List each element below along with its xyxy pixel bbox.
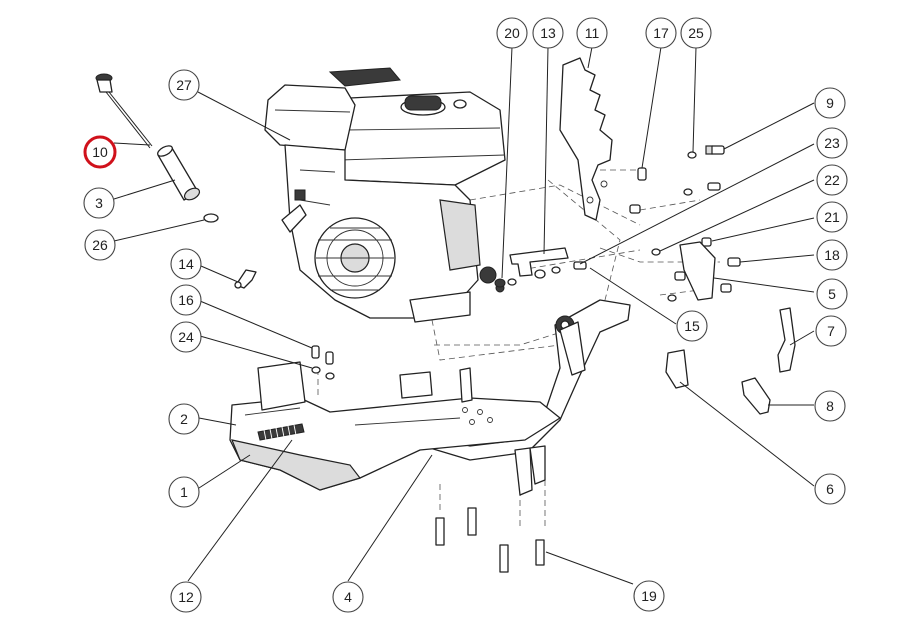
callout-label-14: 14 bbox=[178, 256, 194, 272]
bracket-8 bbox=[741, 377, 771, 415]
callout-circle-20 bbox=[496, 17, 528, 49]
callout-label-18: 18 bbox=[824, 247, 840, 263]
callout-16: 16 bbox=[170, 284, 202, 316]
engine-assembly bbox=[264, 67, 506, 323]
shield-plate bbox=[559, 57, 613, 221]
callout-label-20: 20 bbox=[504, 25, 520, 41]
callout-13: 13 bbox=[532, 17, 564, 49]
callout-circle-15 bbox=[676, 310, 708, 342]
callout-label-2: 2 bbox=[180, 411, 188, 427]
callout-9: 9 bbox=[814, 87, 846, 119]
bracket-plate bbox=[509, 247, 569, 277]
o-ring bbox=[203, 213, 219, 223]
callout-circle-25 bbox=[680, 17, 712, 49]
dipstick bbox=[95, 73, 153, 149]
callout-circle-4 bbox=[332, 581, 364, 613]
callout-12: 12 bbox=[170, 581, 202, 613]
callout-circle-5 bbox=[816, 278, 848, 310]
callout-label-19: 19 bbox=[641, 588, 657, 604]
callout-circle-1 bbox=[168, 476, 200, 508]
callout-circle-3 bbox=[83, 187, 115, 219]
callout-10: 10 bbox=[83, 135, 117, 169]
leader-lines bbox=[113, 46, 815, 585]
callout-15: 15 bbox=[676, 310, 708, 342]
callout-label-3: 3 bbox=[95, 195, 103, 211]
callout-label-7: 7 bbox=[827, 323, 835, 339]
callout-label-9: 9 bbox=[826, 95, 834, 111]
callout-23: 23 bbox=[816, 127, 848, 159]
main-frame bbox=[229, 361, 561, 496]
callout-label-11: 11 bbox=[585, 25, 600, 41]
callout-label-26: 26 bbox=[92, 237, 108, 253]
callout-11: 11 bbox=[576, 17, 608, 49]
fasteners bbox=[311, 145, 741, 573]
callout-circle-18 bbox=[816, 239, 848, 271]
callout-1: 1 bbox=[168, 476, 200, 508]
callout-label-16: 16 bbox=[178, 292, 194, 308]
callout-circle-10 bbox=[83, 135, 117, 169]
callout-label-17: 17 bbox=[653, 25, 669, 41]
callout-24: 24 bbox=[170, 321, 202, 353]
callout-circle-7 bbox=[815, 315, 847, 347]
callout-circle-27 bbox=[168, 69, 200, 101]
callout-circle-23 bbox=[816, 127, 848, 159]
callout-circle-8 bbox=[814, 390, 846, 422]
callout-7: 7 bbox=[815, 315, 847, 347]
callout-label-4: 4 bbox=[344, 589, 352, 605]
callout-5: 5 bbox=[816, 278, 848, 310]
callout-label-13: 13 bbox=[540, 25, 556, 41]
callout-circle-17 bbox=[645, 17, 677, 49]
callout-22: 22 bbox=[816, 164, 848, 196]
callout-label-27: 27 bbox=[176, 77, 192, 93]
callout-17: 17 bbox=[645, 17, 677, 49]
callout-3: 3 bbox=[83, 187, 115, 219]
callout-circle-26 bbox=[84, 229, 116, 261]
callout-14: 14 bbox=[170, 248, 202, 280]
oil-fill-tube bbox=[157, 145, 201, 201]
callout-20: 20 bbox=[496, 17, 528, 49]
callout-label-12: 12 bbox=[178, 589, 194, 605]
callout-18: 18 bbox=[816, 239, 848, 271]
bracket-6 bbox=[665, 349, 689, 389]
callout-8: 8 bbox=[814, 390, 846, 422]
callout-21: 21 bbox=[816, 201, 848, 233]
callout-circle-19 bbox=[633, 580, 665, 612]
callout-circle-12 bbox=[170, 581, 202, 613]
callout-label-23: 23 bbox=[824, 135, 840, 151]
callout-label-22: 22 bbox=[824, 172, 840, 188]
callout-label-1: 1 bbox=[180, 484, 188, 500]
callout-26: 26 bbox=[84, 229, 116, 261]
callout-label-6: 6 bbox=[826, 481, 834, 497]
callout-circle-24 bbox=[170, 321, 202, 353]
callout-label-21: 21 bbox=[824, 209, 840, 225]
callout-19: 19 bbox=[633, 580, 665, 612]
callout-labels: 1234567891011121314151617181920212223242… bbox=[83, 17, 848, 613]
callout-circle-6 bbox=[814, 473, 846, 505]
callout-label-10: 10 bbox=[92, 144, 108, 160]
callout-circle-22 bbox=[816, 164, 848, 196]
callout-label-15: 15 bbox=[684, 318, 700, 334]
callout-label-5: 5 bbox=[828, 286, 836, 302]
callout-6: 6 bbox=[814, 473, 846, 505]
callout-circle-11 bbox=[576, 17, 608, 49]
callout-circle-2 bbox=[168, 403, 200, 435]
callout-25: 25 bbox=[680, 17, 712, 49]
callout-label-8: 8 bbox=[826, 398, 834, 414]
bracket-7 bbox=[777, 307, 796, 373]
callout-circle-16 bbox=[170, 284, 202, 316]
cable-clip bbox=[234, 269, 257, 289]
callout-label-24: 24 bbox=[178, 329, 194, 345]
callout-4: 4 bbox=[332, 581, 364, 613]
callout-2: 2 bbox=[168, 403, 200, 435]
callout-circle-13 bbox=[532, 17, 564, 49]
callout-circle-9 bbox=[814, 87, 846, 119]
callout-circle-21 bbox=[816, 201, 848, 233]
callout-label-25: 25 bbox=[688, 25, 704, 41]
mount-plate bbox=[679, 241, 716, 301]
handle-bar bbox=[429, 299, 631, 461]
callout-circle-14 bbox=[170, 248, 202, 280]
callout-27: 27 bbox=[168, 69, 200, 101]
